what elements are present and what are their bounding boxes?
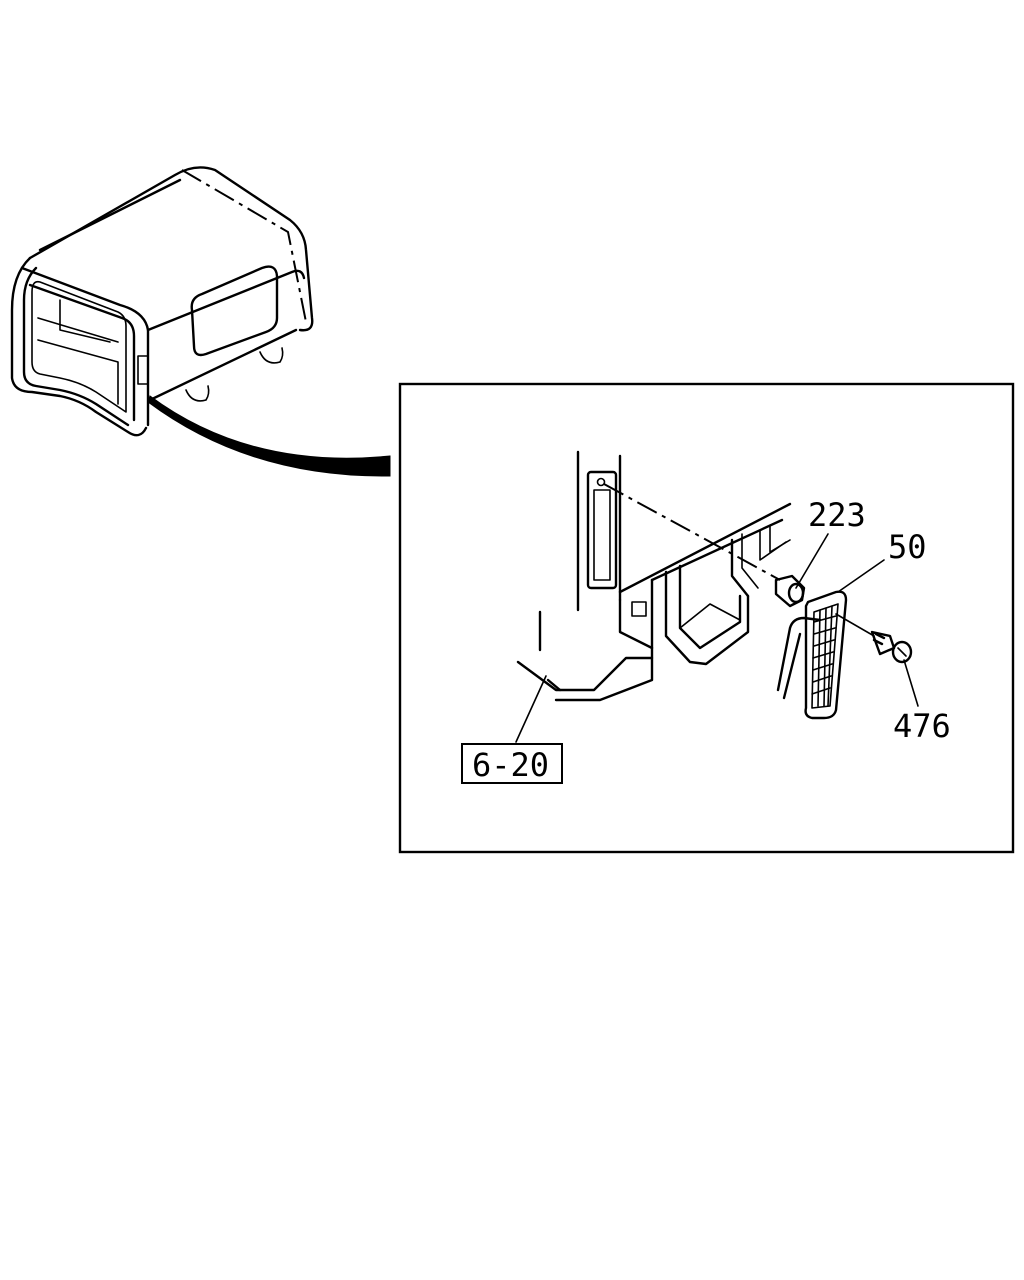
callout-223: 223 <box>808 496 866 534</box>
callout-ref-6-20: 6-20 <box>472 746 549 784</box>
detail-illustration <box>515 450 919 743</box>
cab-overview <box>10 166 391 477</box>
callout-50: 50 <box>888 528 927 566</box>
reference-box: 6-20 <box>461 743 563 784</box>
detail-frame <box>398 382 1015 854</box>
callout-476: 476 <box>893 707 951 745</box>
